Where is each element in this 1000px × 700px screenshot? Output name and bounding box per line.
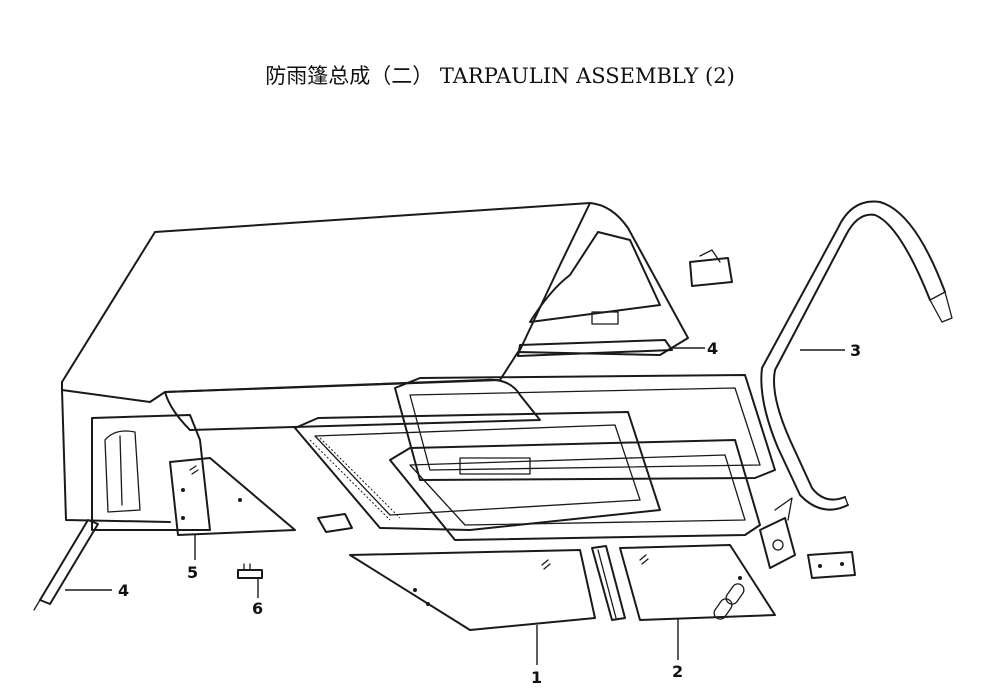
diagram-title: 防雨篷总成（二） TARPAULIN ASSEMBLY (2) xyxy=(265,64,735,88)
callout-2: 2 xyxy=(672,662,683,681)
side-panel-5 xyxy=(169,457,296,536)
clip-bracket-top xyxy=(689,249,733,287)
callout-3: 3 xyxy=(850,341,861,360)
callout-4-lower: 4 xyxy=(118,581,129,600)
window-frame-rear xyxy=(389,439,761,541)
leader-lines xyxy=(65,347,845,665)
callout-1: 1 xyxy=(531,668,542,687)
tie-strip-4-lower xyxy=(33,519,99,611)
support-tube-3 xyxy=(760,200,953,511)
window-frame-outer xyxy=(394,374,776,481)
window-frame-front xyxy=(294,411,661,531)
tarpaulin-cover xyxy=(61,202,689,531)
clip-bracket-mid xyxy=(317,513,353,533)
screw-6 xyxy=(237,563,263,579)
callout-5: 5 xyxy=(187,563,198,582)
callout-6: 6 xyxy=(252,599,263,618)
hinge-bracket xyxy=(807,551,856,579)
seal-strip xyxy=(591,545,626,621)
window-panel-1 xyxy=(349,549,596,631)
callout-4-upper: 4 xyxy=(707,339,718,358)
window-panel-2 xyxy=(619,544,776,621)
latch-assembly xyxy=(759,497,796,569)
